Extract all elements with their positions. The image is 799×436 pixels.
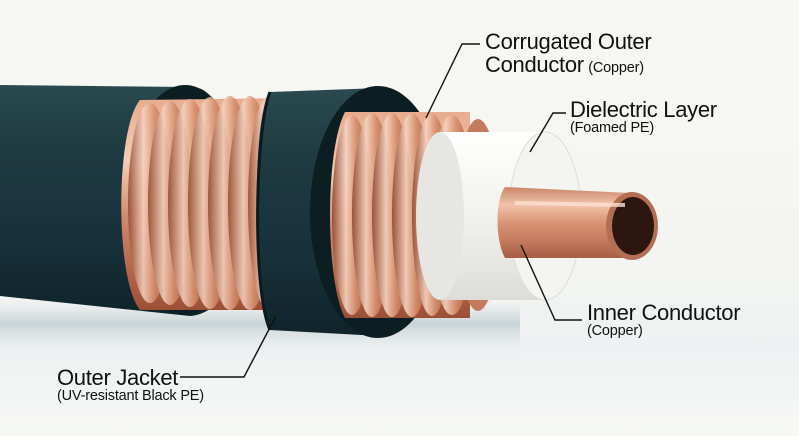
inner-conductor-tube bbox=[497, 187, 658, 260]
label-title: Inner Conductor bbox=[587, 300, 741, 325]
label-title-line2: Conductor bbox=[485, 52, 584, 78]
label-title: Outer Jacket bbox=[57, 365, 179, 390]
label-inner-conductor: Inner Conductor (Copper) bbox=[587, 300, 741, 340]
label-title: Dielectric Layer bbox=[570, 97, 717, 122]
copper-corrugation-left bbox=[121, 96, 290, 310]
leader-line-dielectric bbox=[529, 112, 566, 153]
label-dielectric-layer: Dielectric Layer (Foamed PE) bbox=[570, 98, 717, 136]
label-outer-jacket: Outer Jacket (UV-resistant Black PE) bbox=[57, 366, 204, 404]
label-detail: (Foamed PE) bbox=[570, 120, 655, 137]
label-title: Corrugated Outer bbox=[485, 29, 652, 54]
leader-line-corrugated bbox=[425, 43, 480, 119]
label-detail: (UV-resistant Black PE) bbox=[57, 388, 204, 405]
label-corrugated-outer-conductor: Corrugated Outer Conductor (Copper) bbox=[485, 29, 652, 78]
label-detail: (Copper) bbox=[588, 60, 644, 77]
leader-line-jacket bbox=[180, 315, 277, 378]
label-detail: (Copper) bbox=[587, 323, 643, 340]
leader-line-inner bbox=[520, 244, 582, 321]
